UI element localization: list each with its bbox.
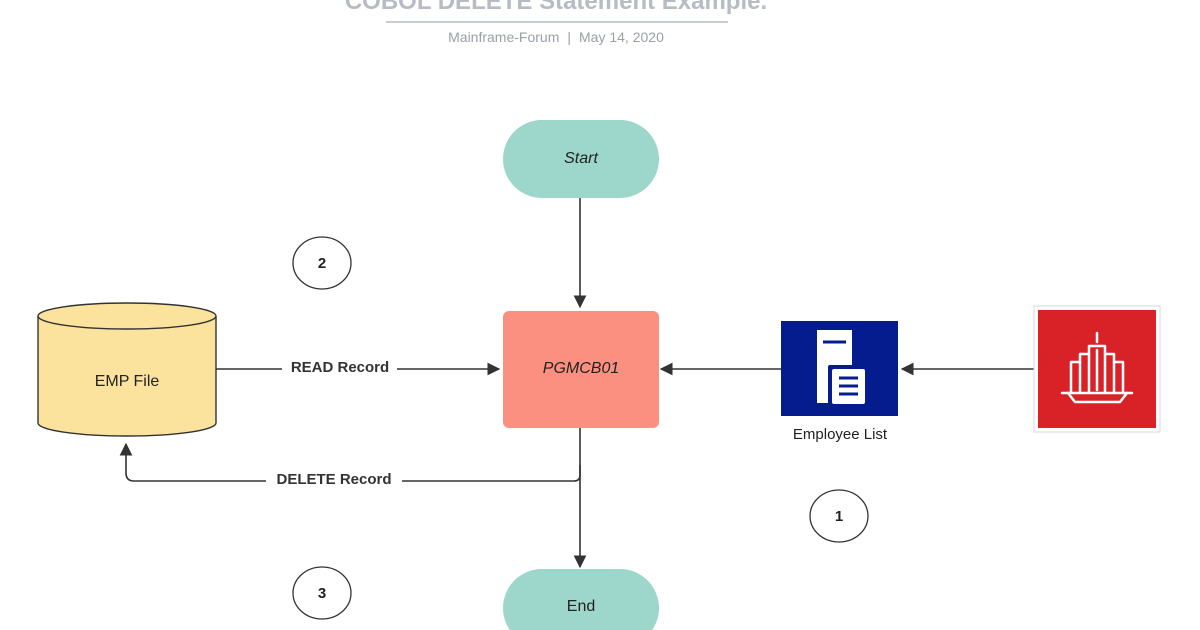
document-server-icon — [817, 330, 868, 407]
byline-source[interactable]: Mainframe-Forum — [448, 29, 560, 45]
emp-file-node[interactable] — [37, 302, 217, 437]
end-node[interactable] — [503, 569, 659, 630]
step-1-label: 1 — [835, 508, 843, 525]
source-system-node[interactable] — [1033, 305, 1161, 433]
building-icon — [1060, 331, 1134, 404]
step-marker-2 — [292, 236, 352, 290]
start-label: Start — [564, 150, 598, 167]
program-node[interactable] — [503, 311, 659, 428]
step-3-label: 3 — [318, 585, 326, 602]
employee-list-node[interactable] — [781, 321, 898, 416]
step-marker-1 — [809, 489, 869, 543]
byline-date: May 14, 2020 — [579, 29, 664, 45]
employee-list-label: Employee List — [793, 426, 888, 443]
title-underline — [386, 21, 728, 23]
byline-separator: | — [567, 29, 572, 45]
page-title: COBOL DELETE Statement Example. — [344, 0, 768, 15]
emp-file-label: EMP File — [95, 373, 160, 390]
end-label: End — [567, 598, 595, 615]
read-record-label: READ Record — [291, 359, 389, 376]
byline: Mainframe-Forum | May 14, 2020 — [0, 29, 1112, 45]
program-label: PGMCB01 — [543, 360, 619, 377]
step-marker-3 — [292, 566, 352, 620]
delete-record-label: DELETE Record — [276, 471, 391, 488]
start-node[interactable] — [503, 120, 659, 198]
step-2-label: 2 — [318, 255, 326, 272]
